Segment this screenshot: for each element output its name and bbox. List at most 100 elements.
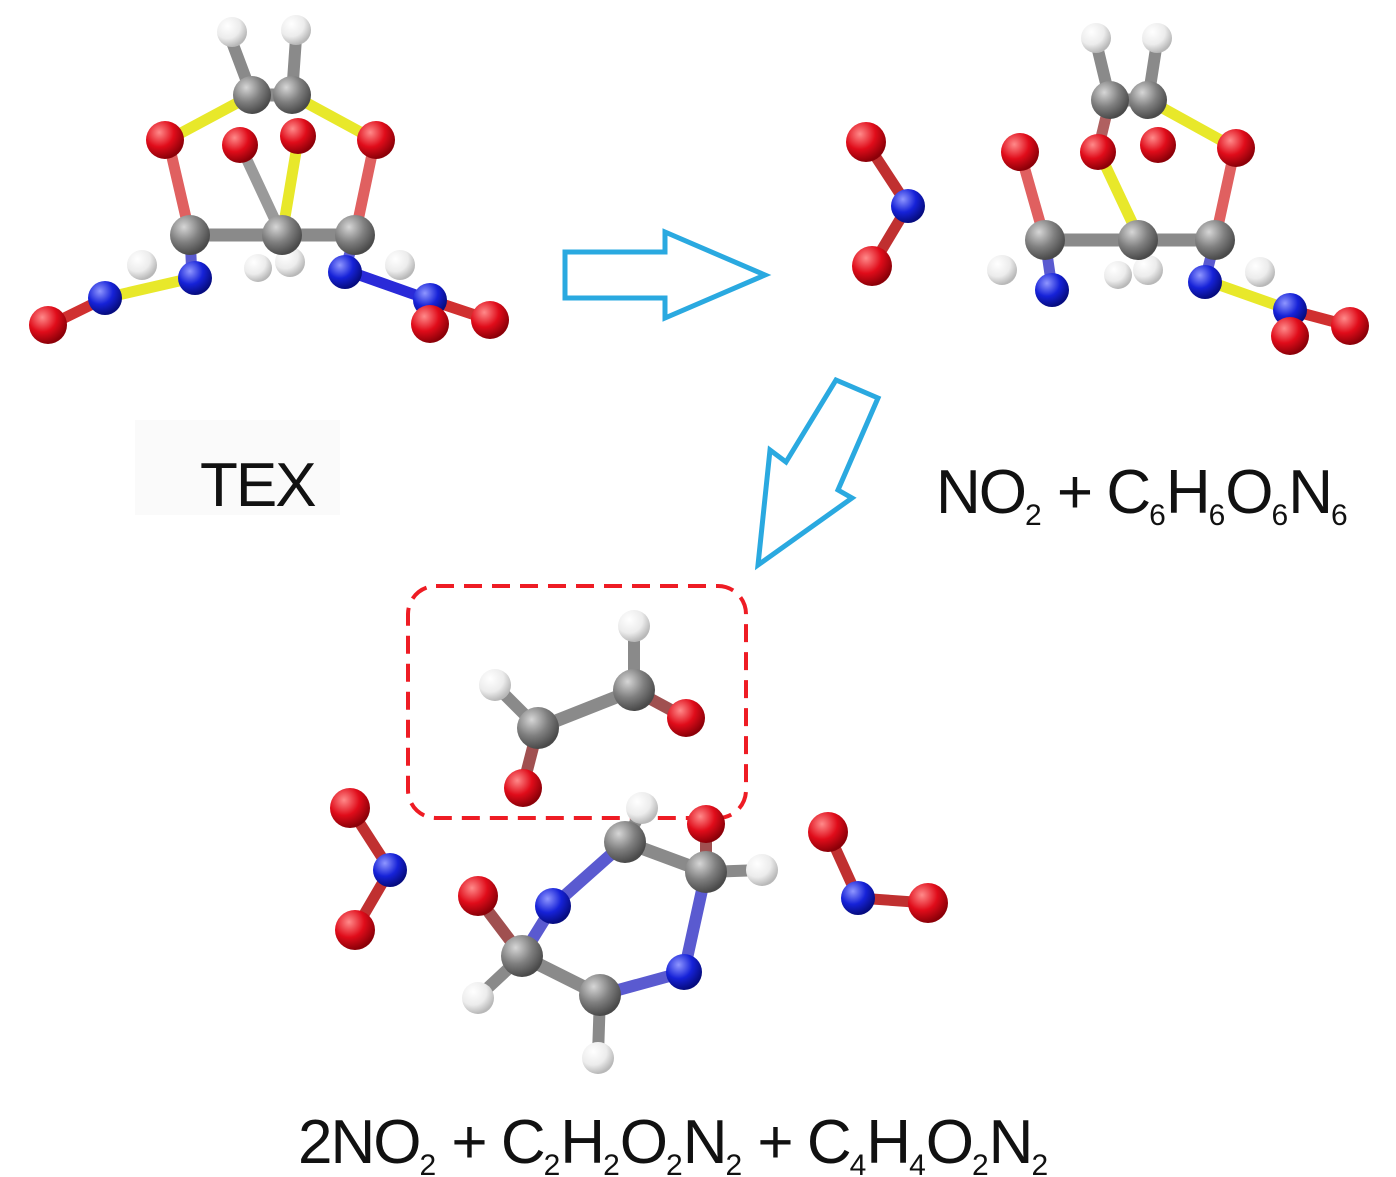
oxygen-atom	[852, 246, 892, 286]
formula-text: H	[1165, 458, 1211, 527]
carbon-atom	[579, 974, 621, 1016]
carbon-atom	[517, 707, 559, 749]
carbon-atom	[685, 851, 727, 893]
formula-text: 2NO	[298, 1108, 421, 1177]
carbon-atom	[170, 215, 210, 255]
formula-text: O	[619, 1108, 668, 1177]
formula-subscript: 4	[909, 1149, 926, 1177]
oxygen-atom	[458, 876, 498, 916]
oxygen-atom	[280, 118, 316, 154]
oxygen-atom	[471, 301, 509, 339]
hydrogen-atom	[462, 982, 494, 1014]
carbon-atom	[233, 76, 271, 114]
label-backdrop	[135, 420, 340, 515]
oxygen-atom	[1001, 133, 1039, 171]
nitrogen-atom	[666, 954, 702, 990]
hydrogen-atom	[1081, 23, 1111, 53]
formula-text: N	[682, 1108, 728, 1177]
nitrogen-atom	[1035, 273, 1069, 307]
carbon-atom	[1195, 220, 1235, 260]
hydrogen-atom	[1245, 257, 1275, 287]
formula-subscript: 2	[725, 1149, 743, 1177]
formula-subscript: 6	[1208, 499, 1226, 532]
oxygen-atom	[411, 305, 449, 343]
carbon-atom	[262, 215, 302, 255]
oxygen-atom	[1331, 307, 1369, 345]
formula-subscript: 6	[1271, 499, 1289, 532]
carbon-atom	[613, 669, 655, 711]
hydrogen-atom	[1104, 261, 1132, 289]
hydrogen-atom	[127, 250, 157, 280]
hydrogen-atom	[479, 669, 511, 701]
formula-subscript: 6	[1149, 499, 1166, 532]
oxygen-atom	[667, 699, 705, 737]
formula-subscript: 2	[1031, 1149, 1049, 1177]
nitrogen-atom	[178, 261, 212, 295]
formula-subscript: 2	[666, 1149, 683, 1177]
carbon-atom	[273, 76, 311, 114]
carbon-atom	[1118, 220, 1158, 260]
oxygen-atom	[357, 121, 395, 159]
nitrogen-atom	[841, 881, 875, 915]
oxygen-atom	[504, 769, 542, 807]
nitrogen-atom	[1273, 293, 1307, 327]
formula-text: + C	[742, 1108, 851, 1177]
step2-products-label: 2NO2 + C2H2O2N2 + C4H4O2N2	[298, 1112, 1048, 1177]
no2-fragment	[846, 122, 925, 286]
tex-molecule	[29, 15, 509, 344]
formula-subscript: 4	[849, 1149, 867, 1177]
formula-subscript: 2	[419, 1149, 437, 1177]
formula-text: + C	[436, 1108, 545, 1177]
hydrogen-atom	[385, 250, 415, 280]
arrow-down-left-icon	[754, 376, 882, 571]
oxygen-atom	[335, 910, 375, 950]
no2-fragment	[808, 812, 948, 923]
oxygen-atom	[846, 122, 886, 162]
c2h2o2n2-fragment	[479, 610, 705, 807]
oxygen-atom	[908, 883, 948, 923]
hydrogen-atom	[217, 17, 247, 47]
hydrogen-atom	[244, 254, 272, 282]
oxygen-atom	[330, 788, 370, 828]
oxygen-atom	[146, 121, 184, 159]
nitrogen-atom	[1188, 265, 1222, 299]
hydrogen-atom	[618, 610, 650, 642]
formula-subscript: 2	[971, 1149, 989, 1177]
formula-text: N	[988, 1108, 1034, 1177]
hydrogen-atom	[281, 15, 311, 45]
hydrogen-atom	[987, 255, 1017, 285]
c4h4o2n2-fragment	[458, 792, 778, 1074]
formula-subscript: 2	[543, 1149, 561, 1177]
oxygen-atom	[1271, 317, 1309, 355]
nitrogen-atom	[328, 255, 362, 289]
bonds	[44, 32, 496, 331]
no2-fragment	[330, 788, 407, 950]
hydrogen-atom	[582, 1042, 614, 1074]
formula-text: TEX	[200, 451, 317, 520]
c6h6o6n6-fragment	[987, 23, 1369, 355]
carbon-atom	[1091, 81, 1129, 119]
formula-text: N	[1288, 458, 1333, 527]
nitrogen-atom	[891, 189, 925, 223]
oxygen-atom	[1217, 129, 1255, 167]
step1-products-label: NO2 + C6H6O6N6	[936, 462, 1348, 531]
formula-text: O	[1225, 458, 1273, 527]
hydrogen-atom	[746, 854, 778, 886]
oxygen-atom	[29, 306, 67, 344]
arrow-right-icon	[562, 228, 772, 322]
formula-subscript: 2	[1025, 499, 1042, 532]
oxygen-atom	[1140, 127, 1176, 163]
nitrogen-atom	[88, 281, 122, 315]
formula-text: H	[560, 1108, 605, 1177]
oxygen-atom	[808, 812, 848, 852]
formula-subscript: 6	[1330, 499, 1348, 532]
hydrogen-atom	[1142, 23, 1172, 53]
formula-subscript: 2	[603, 1149, 620, 1177]
carbon-atom	[604, 821, 646, 863]
oxygen-atom	[222, 127, 258, 163]
carbon-atom	[501, 935, 543, 977]
nitrogen-atom	[535, 888, 571, 924]
hydrogen-atom	[1133, 255, 1163, 285]
